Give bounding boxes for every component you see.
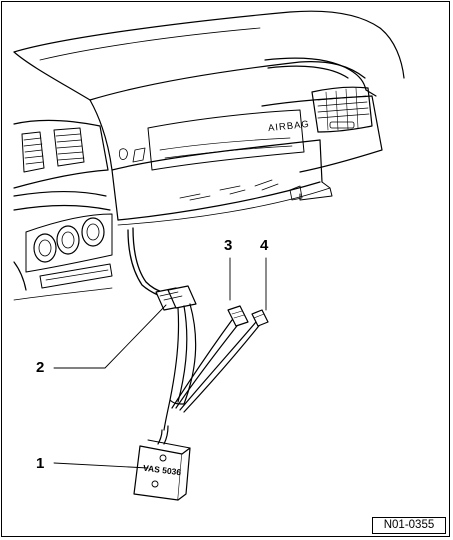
airbag-lid-icon	[261, 89, 383, 173]
dashboard-top-icon	[13, 10, 405, 101]
callout-1: 1	[36, 455, 45, 472]
dashboard-front-icon	[89, 99, 331, 226]
harness-cable-icon	[127, 227, 163, 297]
connector-3-icon	[227, 305, 249, 327]
connector-2-icon	[155, 285, 197, 311]
callout-3: 3	[224, 237, 233, 254]
climate-knobs-icon	[13, 213, 113, 301]
figure-code: N01-0355	[372, 517, 446, 534]
center-vents-icon	[13, 119, 111, 211]
right-air-vent-icon	[311, 86, 373, 133]
connector-4-icon	[251, 309, 269, 327]
tester-box-icon	[133, 425, 191, 501]
callout-2: 2	[36, 359, 45, 376]
callout-4: 4	[260, 237, 269, 254]
adapter-cables-icon	[171, 319, 263, 413]
leader-lines	[53, 257, 267, 469]
tester-cables-icon	[163, 303, 197, 431]
